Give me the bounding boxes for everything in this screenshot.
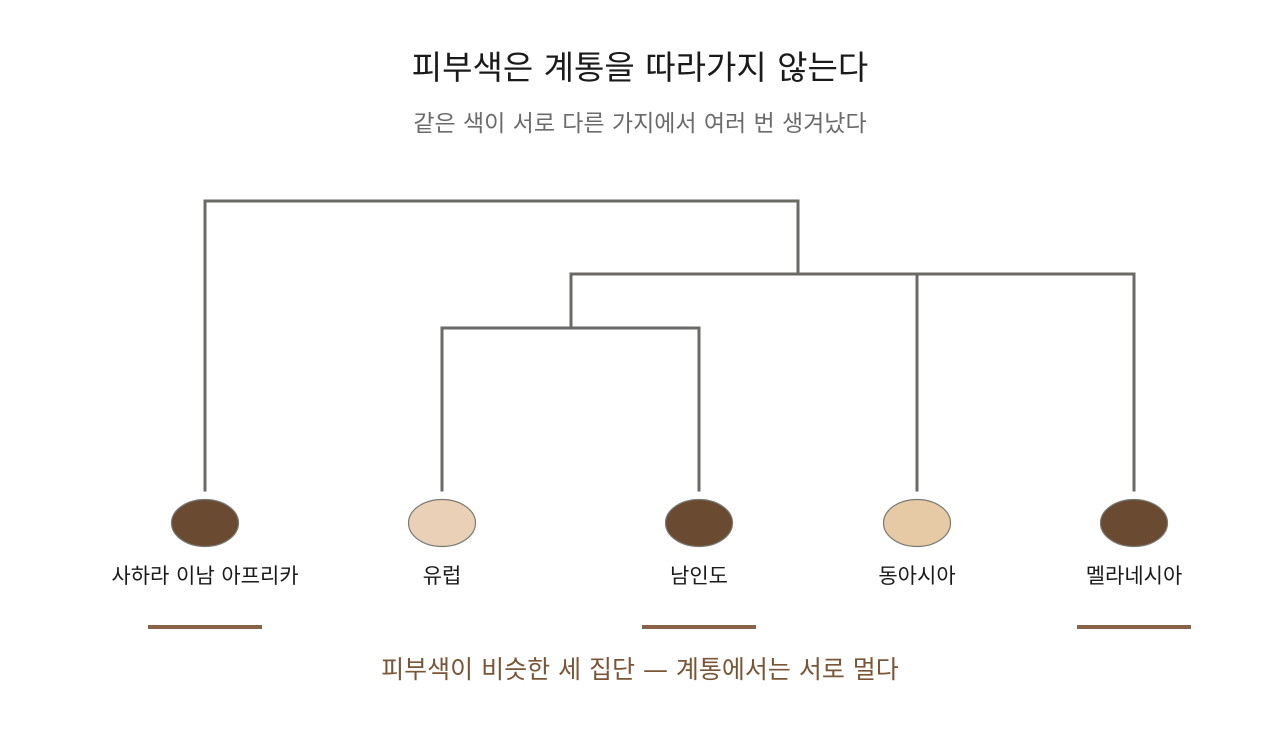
- diagram-subtitle: 같은 색이 서로 다른 가지에서 여러 번 생겨났다: [413, 111, 867, 137]
- skin-swatch-sub-saharan-africa: [170, 498, 240, 548]
- skin-swatch-europe: [407, 498, 477, 548]
- population-label-melanesia: 멜라네시아: [1085, 564, 1183, 588]
- diagram-caption: 피부색이 비슷한 세 집단 — 계통에서는 서로 멀다: [381, 655, 899, 684]
- branch-clade-non-african: [569, 272, 1136, 492]
- tree-branches: [203, 199, 1136, 492]
- population-label-europe: 유럽: [422, 564, 462, 588]
- highlight-underline-melanesia: [1077, 625, 1191, 629]
- skin-swatch-south-india: [664, 498, 734, 548]
- skin-swatch-east-asia: [882, 498, 952, 548]
- population-label-sub-saharan-africa: 사하라 이남 아프리카: [111, 564, 299, 588]
- skin-swatch-melanesia: [1099, 498, 1169, 548]
- branch-clade-europe-south-india: [440, 326, 701, 492]
- population-label-south-india: 남인도: [670, 564, 728, 588]
- branch-root: [203, 199, 800, 492]
- diagram-title: 피부색은 계통을 따라가지 않는다: [411, 48, 869, 87]
- highlight-underline-sub-saharan-africa: [148, 625, 262, 629]
- population-label-east-asia: 동아시아: [878, 564, 956, 588]
- highlight-underline-south-india: [642, 625, 756, 629]
